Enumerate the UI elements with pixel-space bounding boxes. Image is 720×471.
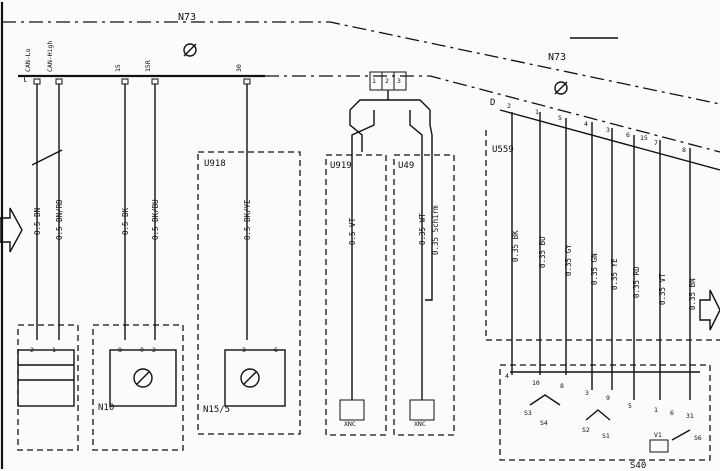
right-pin-top-2: 2 (507, 102, 511, 110)
right-pin-top-1: 1 (535, 108, 539, 116)
wire-label-8: 0.35 Schirm (431, 205, 440, 255)
n10-pin-8: 8 (118, 346, 122, 354)
s40-label: S40 (630, 461, 646, 471)
top-pins: CAN-Lo CAN-High 15 15R 30 (24, 41, 251, 85)
right-wire-label-1: 0.35 BK (511, 230, 520, 262)
pin-label-30: 30 (235, 64, 243, 72)
wire-label-5: 0.5 BK/YE (243, 199, 252, 240)
n10-left-connector: 2 1 (17, 324, 79, 451)
s40-pin-4: 4 (505, 372, 509, 380)
s40-switch-block: 4 10 8 3 9 5 1 6 31 S3 S4 S2 S1 S6 V1 S4… (499, 364, 711, 471)
s40-pin-5: 5 (628, 402, 632, 410)
u49-module (393, 154, 455, 436)
connector-l-label: l (22, 75, 27, 85)
n73-right-ground-symbol (554, 81, 568, 95)
n73-ground-symbol (183, 43, 197, 57)
right-pin-top-4: 4 (584, 120, 588, 128)
center-connector: 1 2 3 (349, 71, 431, 111)
n73-boundary-top (2, 21, 720, 105)
center-pin-2: 2 (385, 77, 389, 85)
right-wire-label-4: 0.35 GN (590, 253, 599, 285)
u49-xnc: XNC (414, 420, 426, 428)
u919-label: U919 (330, 161, 352, 171)
u919-wires (349, 110, 375, 400)
wire-label-6: 0.5 VT (348, 217, 357, 245)
s40-pin-10: 10 (532, 379, 540, 387)
n10-left-pin-2: 2 (30, 346, 34, 354)
n10-module: 8 9 2 N10 (92, 324, 184, 451)
pin-label-can-high: CAN-High (46, 41, 54, 72)
u918-module (197, 151, 301, 435)
n73-label-top: N73 (178, 12, 196, 23)
u919-xnc: XNC (344, 420, 356, 428)
u918-label: U918 (204, 159, 226, 169)
switch-s1: S1 (602, 432, 610, 440)
s40-pin-1: 1 (654, 406, 658, 414)
s40-pin-9: 9 (606, 394, 610, 402)
wire-label-2: 0.5 BN/RD (55, 199, 64, 240)
arrow-left-continuation (0, 207, 23, 253)
connector-bar-right (499, 109, 720, 171)
n10-pin-9: 9 (140, 346, 144, 354)
right-pin-top-6: 6 (626, 131, 630, 139)
wires-right (511, 112, 691, 400)
pin-label-15: 15 (114, 64, 122, 72)
u49-label: U49 (398, 161, 414, 171)
wire-label-3: 0.5 BK (121, 207, 130, 235)
u919-xnc-box (339, 399, 365, 421)
s40-pin-3: 3 (585, 389, 589, 397)
center-pin-3: 3 (397, 77, 401, 85)
switch-s6: S6 (694, 434, 702, 442)
right-wire-label-6: 0.35 RD (632, 266, 641, 298)
n15-5-label: N15/5 (203, 405, 230, 415)
center-pin-1: 1 (372, 77, 376, 85)
switch-v1: V1 (654, 431, 662, 439)
right-pin-top-15: 15 (640, 134, 648, 142)
switch-s2: S2 (582, 426, 590, 434)
pin-label-15r: 15R (144, 60, 152, 72)
u559-label: U559 (492, 145, 514, 155)
right-wire-label-8: 0.35 BN (688, 278, 697, 310)
u559-module (485, 130, 720, 341)
right-wire-label-3: 0.35 GY (564, 244, 573, 276)
right-wire-label-7: 0.35 VT (658, 273, 667, 305)
wire-label-4: 0.5 BK/BU (151, 199, 160, 240)
right-wire-label-5: 0.35 YE (610, 258, 619, 290)
pin-label-can-lo: CAN-Lo (24, 48, 32, 72)
s40-pin-6: 6 (670, 409, 674, 417)
wire-label-7: 0.35 WT (418, 213, 427, 245)
right-pin-top-8: 8 (682, 146, 686, 154)
switch-s4: S4 (540, 419, 548, 427)
right-pins-top: 2 1 5 4 3 6 15 7 8 (507, 102, 686, 154)
arrow-right-continuation (699, 289, 720, 331)
n10-label: N10 (98, 403, 114, 413)
wire-label-1: 0.5 BN (33, 208, 42, 235)
n73-label-right: N73 (548, 52, 566, 63)
right-wire-label-2: 0.35 BU (538, 236, 547, 268)
n10-left-pin-1: 1 (52, 346, 56, 354)
n15-5-pin-3: 3 (242, 346, 246, 354)
u49-wires (409, 110, 433, 400)
wires-left (31, 84, 248, 340)
n10-pin-2: 2 (152, 346, 156, 354)
right-pin-top-3: 3 (606, 126, 610, 134)
n73-boundary-mid (265, 75, 720, 153)
connector-d-label: D (490, 98, 495, 108)
n15-5-module: 3 6 N15/5 (203, 346, 286, 415)
right-pin-top-5: 5 (558, 114, 562, 122)
right-pin-top-7: 7 (654, 139, 658, 147)
switch-s3: S3 (524, 409, 532, 417)
s40-pin-8: 8 (560, 382, 564, 390)
s40-pin-31: 31 (686, 412, 694, 420)
u919-module (325, 154, 387, 436)
u49-xnc-box (409, 399, 435, 421)
n15-5-pin-6: 6 (274, 346, 278, 354)
